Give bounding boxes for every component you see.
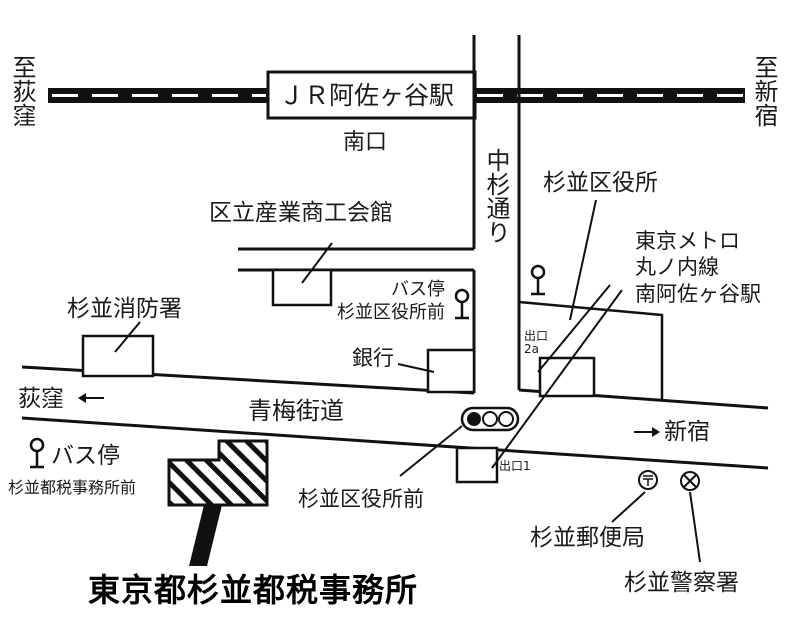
station-box bbox=[266, 70, 477, 120]
direction-right-top: 至新宿 bbox=[750, 55, 778, 127]
bus-stop-icon bbox=[29, 437, 45, 469]
fire-station-building bbox=[81, 334, 155, 378]
metro-exit-1-box bbox=[455, 446, 499, 484]
label-left-road: 荻窪 bbox=[18, 386, 64, 412]
label-ward-office: 杉並区役所 bbox=[543, 170, 658, 196]
police-icon bbox=[680, 471, 700, 491]
target-building bbox=[167, 439, 269, 507]
label-fire-station: 杉並消防署 bbox=[67, 296, 182, 322]
label-ome-kaido: 青梅街道 bbox=[248, 397, 344, 425]
arrow-left-icon bbox=[78, 393, 104, 403]
railway-line bbox=[48, 88, 745, 103]
label-industry-hall: 区立産業商工会館 bbox=[209, 200, 393, 226]
label-bus-stop-north: バス停 杉並区役所前 bbox=[337, 279, 445, 323]
industry-hall-building bbox=[271, 268, 333, 307]
label-metro-exit-2a: 出口 2a bbox=[524, 329, 549, 357]
label-bus-stop-ward-office: 杉並区役所前 bbox=[298, 487, 424, 511]
label-metro-exit-1: 出口1 bbox=[499, 459, 531, 473]
label-bus-stop-south: バス停 bbox=[51, 443, 120, 469]
label-bank: 銀行 bbox=[352, 346, 394, 370]
label-metro: 東京メトロ 丸ノ内線 南阿佐ヶ谷駅 bbox=[635, 229, 761, 306]
bus-stop-icon bbox=[530, 264, 546, 296]
label-post-office: 杉並郵便局 bbox=[530, 525, 645, 551]
target-pointer bbox=[189, 505, 222, 566]
traffic-signal-icon bbox=[460, 406, 520, 432]
label-right-road: 新宿 bbox=[664, 419, 710, 445]
street-nakasugi: 中杉通り bbox=[482, 148, 510, 244]
arrow-right-icon bbox=[634, 427, 660, 437]
ward-office-building bbox=[518, 300, 664, 400]
station-name: ＪＲ阿佐ヶ谷駅 bbox=[279, 81, 455, 110]
direction-left-top: 至荻窪 bbox=[8, 55, 36, 127]
ome-kaido bbox=[21, 365, 769, 470]
post-office-icon bbox=[638, 470, 658, 490]
label-police-station: 杉並警察署 bbox=[624, 570, 739, 596]
bus-stop-icon bbox=[454, 288, 470, 320]
label-bus-stop-south-name: 杉並都税事務所前 bbox=[8, 478, 137, 497]
bank-building bbox=[426, 348, 476, 394]
station-exit: 南口 bbox=[343, 130, 388, 155]
target-title: 東京都杉並都税事務所 bbox=[88, 571, 419, 609]
